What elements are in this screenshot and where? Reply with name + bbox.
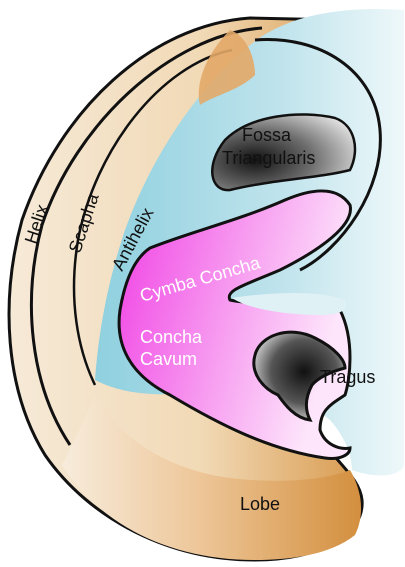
label-concha-line2: Cavum bbox=[140, 349, 197, 369]
label-fossa-line1: Fossa bbox=[242, 125, 292, 145]
label-concha-line1: Concha bbox=[140, 327, 203, 347]
label-lobe: Lobe bbox=[240, 494, 280, 514]
label-tragus: Tragus bbox=[320, 367, 375, 387]
label-fossa-line2: Triangularis bbox=[222, 148, 315, 168]
